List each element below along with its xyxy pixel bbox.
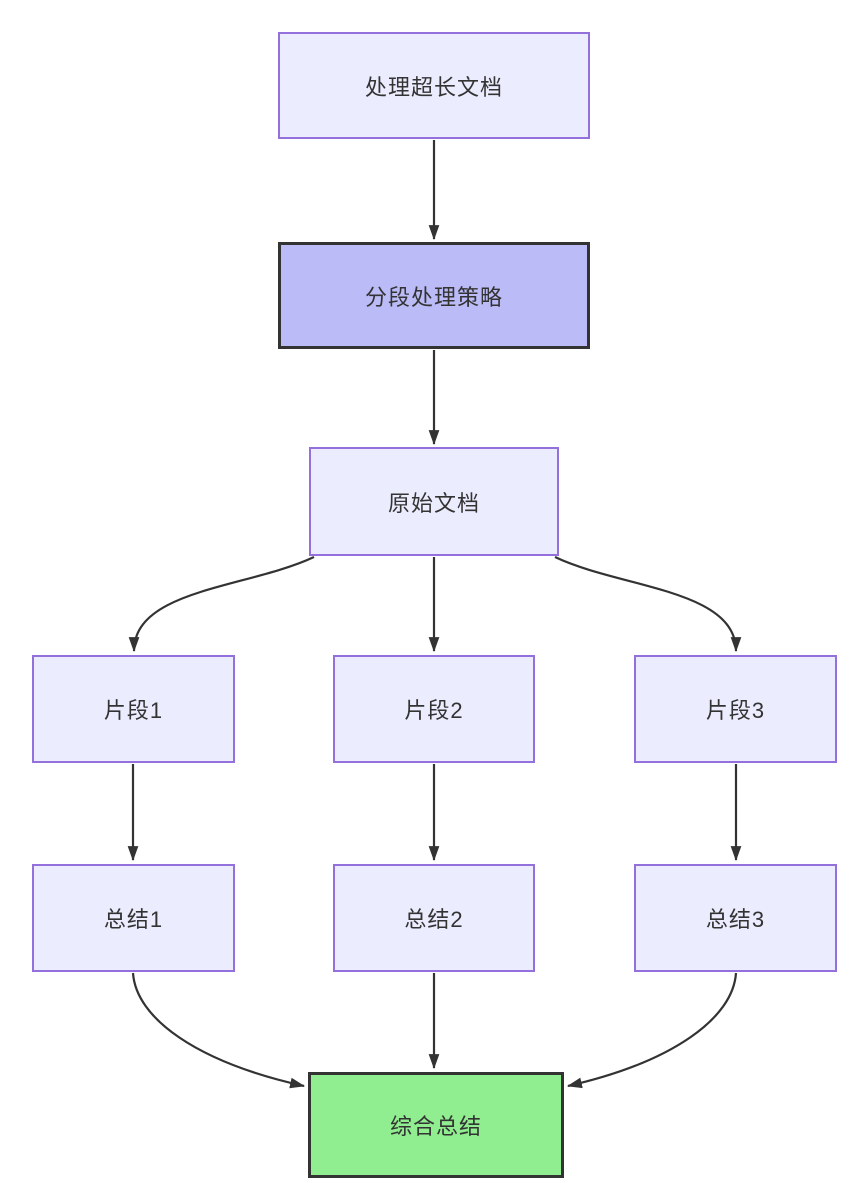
- edge-summary3-to-final: [566, 972, 738, 1089]
- node-label: 片段3: [705, 698, 766, 723]
- node-original-doc: 原始文档: [309, 447, 559, 556]
- node-segmentation-strategy: 分段处理策略: [278, 242, 590, 349]
- node-label: 总结2: [404, 907, 464, 932]
- edge-original-to-fragment3: [554, 556, 742, 653]
- edge-original-to-fragment1: [128, 556, 315, 653]
- node-label: 片段2: [404, 698, 464, 723]
- edge-summary1-to-final: [131, 972, 306, 1089]
- node-label: 综合总结: [389, 1114, 482, 1139]
- node-label: 处理超长文档: [364, 74, 503, 100]
- node-label: 原始文档: [387, 490, 480, 516]
- node-summary-3: 总结3: [634, 864, 837, 972]
- node-process-long-doc: 处理超长文档: [278, 32, 590, 139]
- node-fragment-2: 片段2: [333, 655, 535, 763]
- node-final-summary: 综合总结: [308, 1072, 564, 1178]
- node-label: 总结3: [705, 907, 766, 932]
- node-label: 分段处理策略: [364, 284, 503, 310]
- node-label: 总结1: [103, 907, 164, 932]
- node-fragment-1: 片段1: [32, 655, 235, 763]
- node-summary-2: 总结2: [333, 864, 535, 972]
- node-label: 片段1: [103, 698, 164, 723]
- node-fragment-3: 片段3: [634, 655, 837, 763]
- node-summary-1: 总结1: [32, 864, 235, 972]
